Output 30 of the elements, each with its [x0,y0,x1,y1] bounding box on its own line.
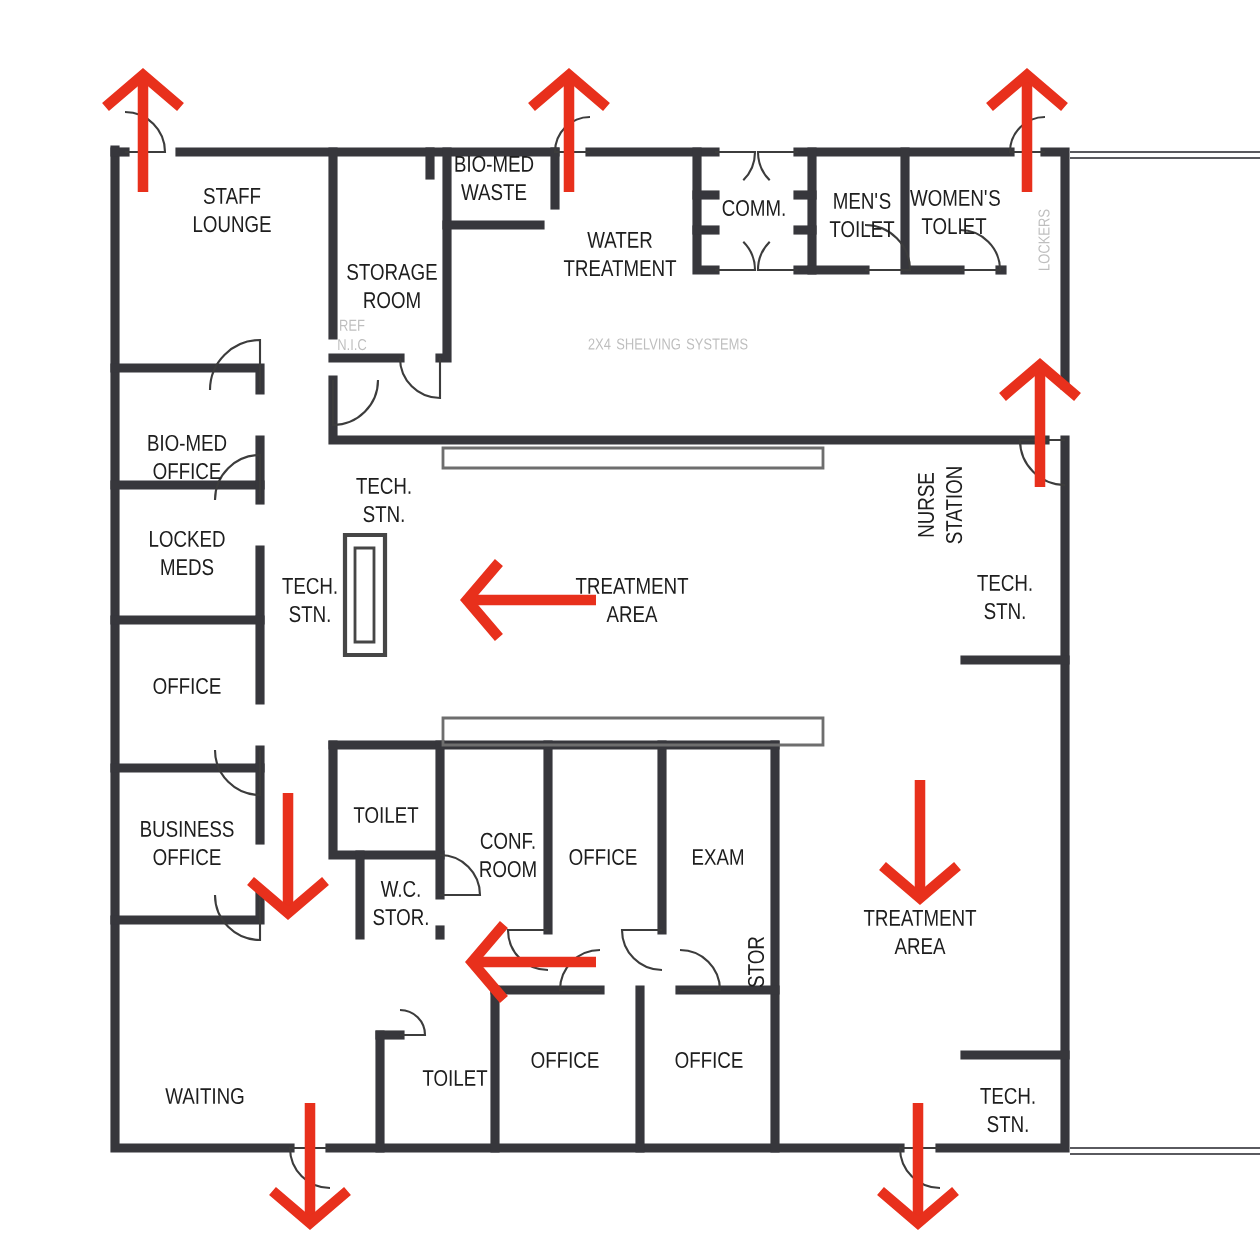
room-label: COMM. [722,199,785,217]
room-label: STORAGE ROOM [347,263,437,309]
room-label: OFFICE [675,1051,743,1069]
room-label: TECH. STN. [977,574,1032,620]
room-label: OFFICE [531,1051,599,1069]
room-label: STOR [747,937,765,987]
room-label: WAITING [165,1087,244,1105]
room-label: TOILET [353,806,419,824]
note-label: 2X4 SHELVING SYSTEMS [588,338,748,350]
note-label: REF N.I.C [338,319,367,351]
room-label: TREATMENT AREA [575,578,689,622]
room-label: WATER TREATMENT [563,232,677,276]
room-label: LOCKED MEDS [150,530,225,576]
room-label: TOILET [422,1069,488,1087]
room-label: W.C. STOR. [373,880,428,926]
room-label: STAFF LOUNGE [194,187,271,233]
room-label: OFFICE [569,848,637,866]
room-label: TREATMENT AREA [863,910,977,954]
room-label: CONF. ROOM [480,832,536,878]
room-label: EXAM [693,849,743,865]
note-label: LOCKERS [1038,209,1050,270]
room-label: TECH. STN. [980,1087,1035,1133]
room-label: BIO-MED WASTE [455,155,534,201]
room-label: OFFICE [153,677,221,695]
room-label: BIO-MED OFFICE [148,434,227,480]
room-label: BUSINESS OFFICE [141,820,234,866]
room-label: TECH. STN. [356,477,411,523]
room-label: NURSE STATION [917,467,963,544]
room-label: WOMEN'S TOLIET [910,189,1000,235]
room-label: TECH. STN. [282,577,337,623]
